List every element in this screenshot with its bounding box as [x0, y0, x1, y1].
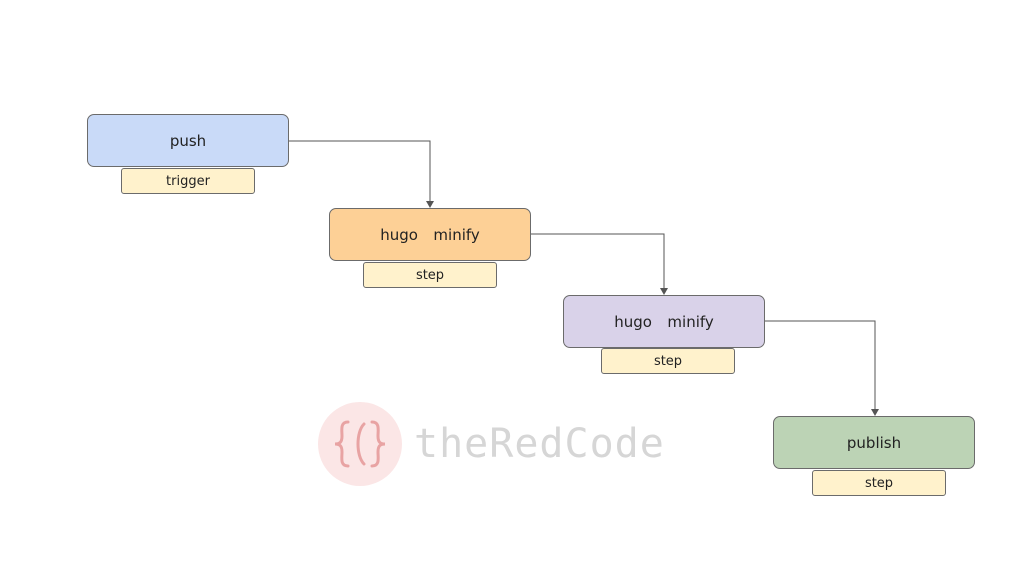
tag-label: trigger: [166, 173, 210, 189]
node-label: hugo minify: [614, 312, 714, 331]
node-label: publish: [846, 433, 902, 452]
node-push[interactable]: push: [87, 114, 289, 167]
arrowhead-icon: [660, 288, 668, 295]
node-tag-step: step: [601, 348, 735, 374]
curly-braces-logo-icon: [334, 420, 386, 468]
arrowhead-icon: [426, 201, 434, 208]
arrowhead-icon: [871, 409, 879, 416]
node-tag-step: step: [363, 262, 497, 288]
node-tag-step: step: [812, 470, 946, 496]
tag-label: step: [864, 475, 894, 491]
node-publish[interactable]: publish: [773, 416, 975, 469]
tag-label: step: [415, 267, 445, 283]
node-label: hugo minify: [380, 225, 480, 244]
watermark-logo-circle: [318, 402, 402, 486]
watermark-text: theRedCode: [414, 421, 665, 467]
node-hugo-minify-1[interactable]: hugo minify: [329, 208, 531, 261]
edge-hugo2-to-publish: [765, 320, 876, 413]
tag-label: step: [653, 353, 683, 369]
node-hugo-minify-2[interactable]: hugo minify: [563, 295, 765, 348]
watermark: theRedCode: [318, 402, 678, 486]
node-label: push: [169, 131, 207, 150]
node-tag-trigger: trigger: [121, 168, 255, 194]
edge-push-to-hugo1: [289, 140, 431, 205]
edge-hugo1-to-hugo2: [531, 233, 665, 292]
